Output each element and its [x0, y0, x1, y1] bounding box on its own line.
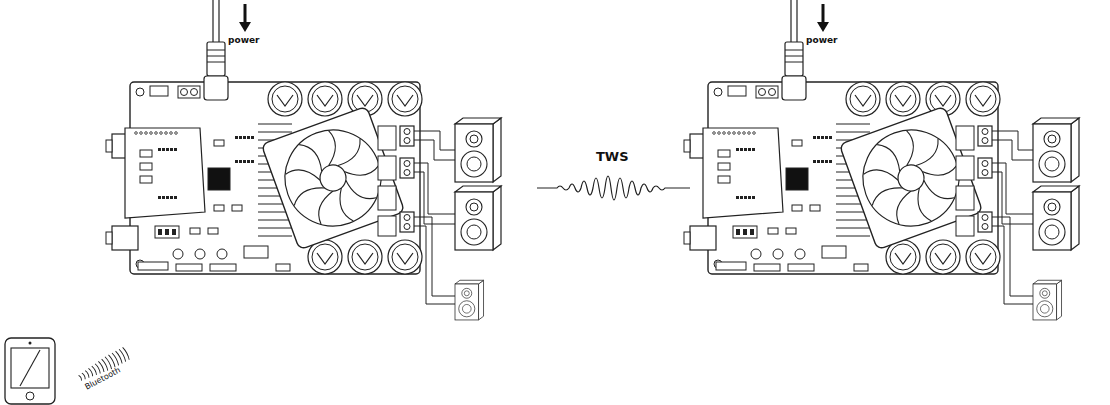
tws-label: TWS — [596, 150, 629, 164]
phone-icon — [26, 392, 34, 400]
amplifier-board — [106, 0, 501, 320]
phone-icon — [29, 342, 32, 345]
power-label: power — [806, 36, 837, 46]
power-label: power — [228, 36, 259, 46]
phone-icon — [5, 338, 55, 404]
phone-icon — [20, 350, 40, 386]
phone-icon — [5, 338, 55, 404]
amplifier-board — [684, 0, 1079, 320]
tws-wave — [537, 176, 690, 200]
bluetooth-label: Bluetooth — [84, 366, 122, 392]
phone-icon — [11, 348, 49, 388]
